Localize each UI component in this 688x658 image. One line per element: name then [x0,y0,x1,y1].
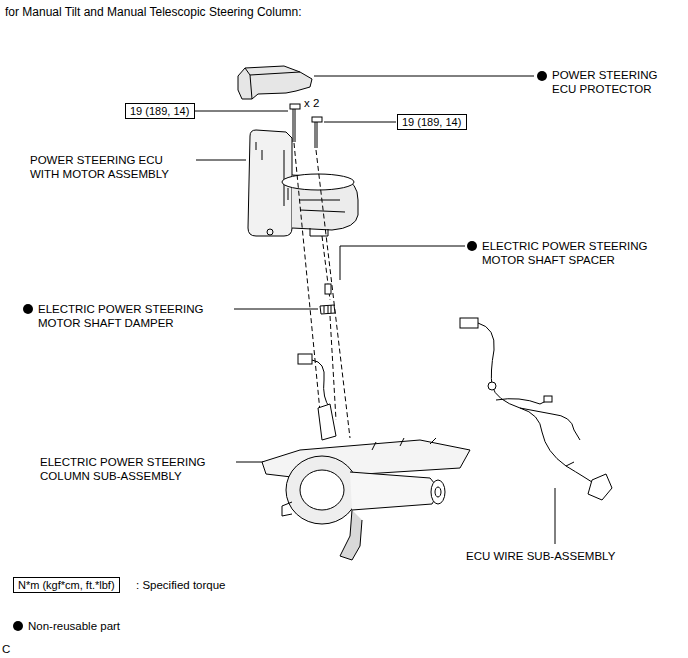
leader-line [234,309,318,310]
wire-clamp [488,382,496,390]
wire-branch [520,408,574,430]
torque-value: N*m (kgf*cm, ft.*lbf) [18,579,115,591]
bolt-shaft [293,109,294,142]
leader-line [314,76,534,77]
column-wire [312,360,330,408]
quantity: x 2 [304,96,319,110]
assembly-line [330,316,336,420]
bolt-shaft [295,109,296,142]
shaft-end [431,480,445,504]
bolt-shaft [317,122,318,148]
non-reusable-mark [467,241,477,251]
part-name: ECU WIRE SUB-ASSEMBLY [466,549,615,563]
column-connector [298,354,312,364]
diagram-title: for Manual Tilt and Manual Telescopic St… [5,5,302,19]
part-name: POWER STEERING ECU PROTECTOR [552,68,670,96]
torque-value: 19 (189, 14) [402,116,461,128]
column-yoke [282,502,292,516]
part-name: ELECTRIC POWER STEERING MOTOR SHAFT SPAC… [482,239,654,267]
torque-box: 19 (189, 14) [125,103,195,119]
bolt-head [290,104,300,109]
part-name: POWER STEERING ECU WITH MOTOR ASSEMBLY [30,153,180,181]
assembly-line [322,236,330,300]
bolt-head [312,117,322,122]
torque-value: 19 (189, 14) [130,105,189,117]
damper-teeth [324,305,331,313]
leader-line [191,111,288,112]
figure-code: C [2,642,10,656]
ecu-screw [267,229,273,235]
non-reusable-mark [13,621,23,631]
column-tube [350,472,440,510]
unit-box: N*m (kgf*cm, ft.*lbf) [13,577,120,593]
leader-line [196,160,246,161]
leader-line [340,246,465,280]
wire-connector [460,318,478,328]
mount-detail [372,438,436,450]
motor-detail [300,200,345,236]
wire-branch [496,399,548,404]
gear-cover [300,470,344,510]
motor-top [282,174,354,190]
gear-housing [286,456,358,524]
motor-shaft-spacer [325,284,331,294]
non-reusable-mark [537,71,547,81]
part-name: ELECTRIC POWER STEERING MOTOR SHAFT DAMP… [38,302,210,330]
shaft-spline [435,487,441,497]
motor-shaft-damper [320,305,335,314]
wire-clip [566,430,580,466]
assembly-line [294,143,322,432]
leader-line [555,488,556,544]
ecu-protector [238,66,312,99]
legend-text: Non-reusable part [28,619,120,633]
leader-line [324,122,396,123]
legend-text: : Specified torque [136,578,226,592]
assembly-line [316,150,350,438]
wire-connector [588,474,612,500]
wire-harness [478,323,598,486]
non-reusable-mark [23,304,33,314]
bolt-shaft [315,122,316,148]
wire-terminal [544,396,552,402]
protector-edge [245,68,300,99]
column-bracket [318,404,336,440]
ecu-detail [256,142,288,206]
tilt-lever [340,510,362,560]
part-name: ELECTRIC POWER STEERING COLUMN SUB-ASSEM… [40,455,212,483]
torque-box: 19 (189, 14) [397,114,467,130]
